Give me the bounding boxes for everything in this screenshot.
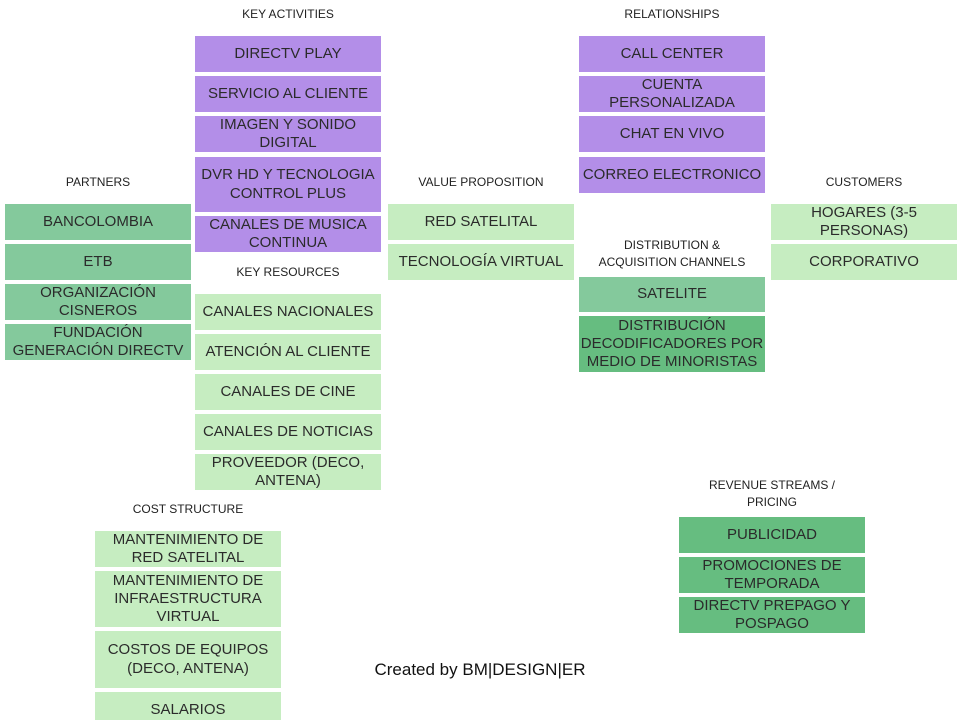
section-distribution: DISTRIBUTION & ACQUISITION CHANNELS: [598, 238, 746, 270]
revenue-box: PROMOCIONES DE TEMPORADA: [679, 557, 865, 593]
value-proposition-box: TECNOLOGÍA VIRTUAL: [388, 244, 574, 280]
section-customers: CUSTOMERS: [825, 175, 903, 189]
customer-box: CORPORATIVO: [771, 244, 957, 280]
section-partners: PARTNERS: [65, 175, 131, 189]
revenue-box: DIRECTV PREPAGO Y POSPAGO: [679, 597, 865, 633]
partner-box: BANCOLOMBIA: [5, 204, 191, 240]
section-cost-structure: COST STRUCTURE: [132, 502, 244, 516]
revenue-box: PUBLICIDAD: [679, 517, 865, 553]
key-activity-box: SERVICIO AL CLIENTE: [195, 76, 381, 112]
key-resource-box: ATENCIÓN AL CLIENTE: [195, 334, 381, 370]
customer-box: HOGARES (3-5 PERSONAS): [771, 204, 957, 240]
key-activity-box: CANALES DE MUSICA CONTINUA: [195, 216, 381, 252]
partner-box: FUNDACIÓN GENERACIÓN DIRECTV: [5, 324, 191, 360]
value-proposition-box: RED SATELITAL: [388, 204, 574, 240]
key-activity-box: IMAGEN Y SONIDO DIGITAL: [195, 116, 381, 152]
distribution-box: DISTRIBUCIÓN DECODIFICADORES POR MEDIO D…: [579, 316, 765, 372]
key-resource-box: CANALES DE CINE: [195, 374, 381, 410]
relationship-box: CHAT EN VIVO: [579, 116, 765, 152]
key-resource-box: PROVEEDOR (DECO, ANTENA): [195, 454, 381, 490]
section-key-resources: KEY RESOURCES: [236, 265, 340, 279]
relationship-box: CALL CENTER: [579, 36, 765, 72]
cost-box: MANTENIMIENTO DE RED SATELITAL: [95, 531, 281, 567]
section-revenue: REVENUE STREAMS / PRICING: [708, 478, 836, 510]
section-relationships: RELATIONSHIPS: [624, 7, 720, 21]
relationship-box: CUENTA PERSONALIZADA: [579, 76, 765, 112]
section-key-activities: KEY ACTIVITIES: [242, 7, 334, 21]
cost-box: SALARIOS: [95, 692, 281, 720]
key-activity-box: DVR HD Y TECNOLOGIA CONTROL PLUS: [195, 157, 381, 212]
partner-box: ORGANIZACIÓN CISNEROS: [5, 284, 191, 320]
key-resource-box: CANALES DE NOTICIAS: [195, 414, 381, 450]
cost-box: MANTENIMIENTO DE INFRAESTRUCTURA VIRTUAL: [95, 571, 281, 627]
section-value-proposition: VALUE PROPOSITION: [418, 175, 544, 189]
footer-credit: Created by BM|DESIGN|ER: [374, 660, 586, 679]
partner-box: ETB: [5, 244, 191, 280]
relationship-box: CORREO ELECTRONICO: [579, 157, 765, 193]
distribution-box: SATELITE: [579, 277, 765, 312]
key-resource-box: CANALES NACIONALES: [195, 294, 381, 330]
key-activity-box: DIRECTV PLAY: [195, 36, 381, 72]
cost-box: COSTOS DE EQUIPOS (DECO, ANTENA): [95, 631, 281, 688]
